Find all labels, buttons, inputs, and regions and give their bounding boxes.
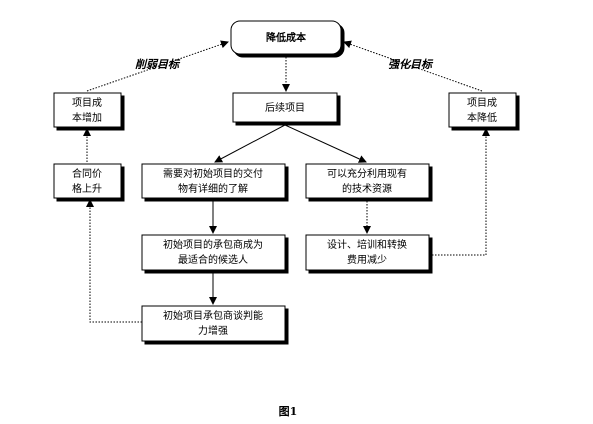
node-use-existing-tech: 可以充分利用现有 的技术资源 — [305, 163, 430, 199]
node-cost-increase-line1: 项目成 — [72, 97, 102, 109]
node-bargaining-power: 初始项目承包商谈判能 力增强 — [141, 305, 286, 342]
node-detailed-understanding-line2: 物有详细的了解 — [178, 182, 248, 195]
node-best-candidate-line2: 最适合的候选人 — [178, 253, 248, 266]
node-best-candidate: 初始项目的承包商成为 最适合的候选人 — [141, 234, 286, 271]
node-cost-decrease-line2: 本降低 — [467, 111, 497, 124]
edge-increase-to-reduce — [86, 40, 229, 92]
node-price-rise: 合同价 格上升 — [53, 163, 122, 199]
edge-label-weaken: 削弱目标 — [135, 58, 181, 71]
node-bargaining-power-line2: 力增强 — [198, 324, 228, 337]
edge-followup-to-tech — [284, 124, 367, 163]
node-use-existing-tech-line1: 可以充分利用现有 — [327, 167, 407, 180]
node-reduce-cost-label: 降低成本 — [266, 31, 307, 44]
node-price-rise-line1: 合同价 — [72, 167, 102, 180]
node-reduced-expenses-line1: 设计、培训和转换 — [327, 238, 407, 251]
node-cost-decrease-line1: 项目成 — [467, 97, 497, 109]
node-use-existing-tech-line2: 的技术资源 — [342, 182, 392, 195]
node-cost-increase: 项目成 本增加 — [53, 92, 122, 128]
node-detailed-understanding: 需要对初始项目的交付 物有详细的了解 — [141, 163, 286, 199]
node-follow-up-label: 后续项目 — [265, 101, 305, 114]
edge-label-strengthen: 强化目标 — [388, 58, 434, 71]
node-detailed-understanding-line1: 需要对初始项目的交付 — [163, 167, 263, 180]
figure-caption: 图1 — [279, 405, 298, 418]
node-cost-decrease: 项目成 本降低 — [448, 92, 517, 128]
node-reduce-cost: 降低成本 — [230, 20, 342, 55]
node-reduced-expenses: 设计、培训和转换 费用减少 — [305, 234, 430, 271]
node-follow-up: 后续项目 — [232, 92, 338, 123]
edge-bargaining-to-price — [86, 199, 142, 323]
node-cost-increase-line2: 本增加 — [72, 111, 102, 124]
edge-expenses-to-decrease — [432, 128, 490, 256]
node-price-rise-line2: 格上升 — [72, 182, 102, 195]
node-best-candidate-line1: 初始项目的承包商成为 — [163, 238, 263, 251]
node-reduced-expenses-line2: 费用减少 — [347, 253, 387, 266]
edge-decrease-to-reduce — [343, 40, 483, 92]
node-bargaining-power-line1: 初始项目承包商谈判能 — [163, 309, 263, 322]
edge-followup-to-understanding — [214, 124, 286, 163]
